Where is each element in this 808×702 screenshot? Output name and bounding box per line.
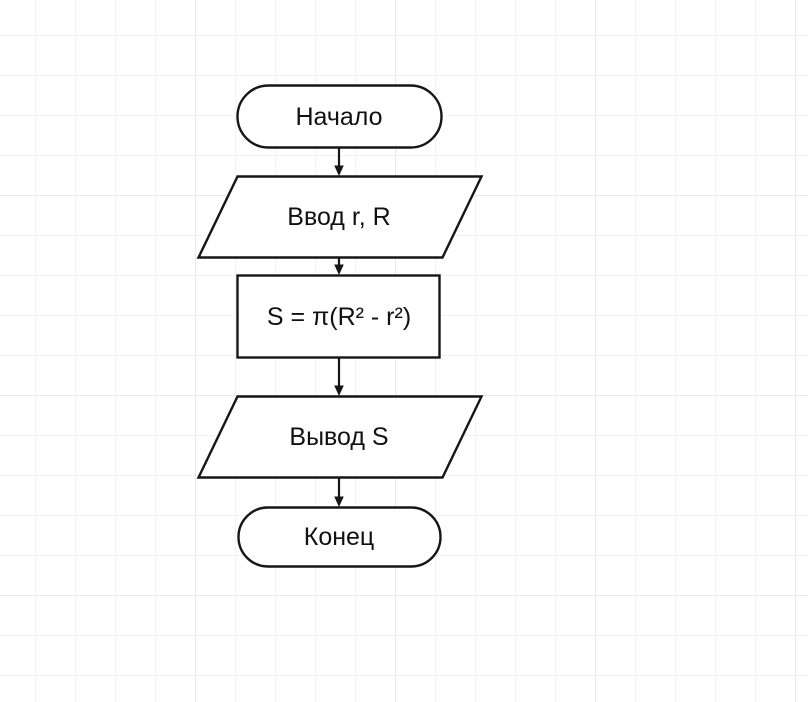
flowchart-node-end[interactable]: Конец	[237, 506, 442, 568]
node-process-label: S = π(R² - r²)	[267, 303, 411, 331]
flow-arrow-input-process	[334, 257, 344, 275]
flowchart-node-process[interactable]: S = π(R² - r²)	[236, 274, 441, 359]
node-output-label: Вывод S	[289, 423, 388, 451]
node-input-label: Ввод r, R	[287, 203, 390, 231]
flow-arrow-start-input	[334, 148, 344, 176]
flowchart-node-output[interactable]: Вывод S	[196, 395, 484, 479]
node-start-label: Начало	[295, 103, 382, 131]
node-end-label: Конец	[304, 523, 375, 551]
flowchart-node-input[interactable]: Ввод r, R	[196, 175, 484, 259]
flowchart-node-start[interactable]: Начало	[236, 84, 443, 149]
flow-arrow-process-output	[334, 357, 344, 396]
flow-arrow-output-end	[334, 477, 344, 507]
